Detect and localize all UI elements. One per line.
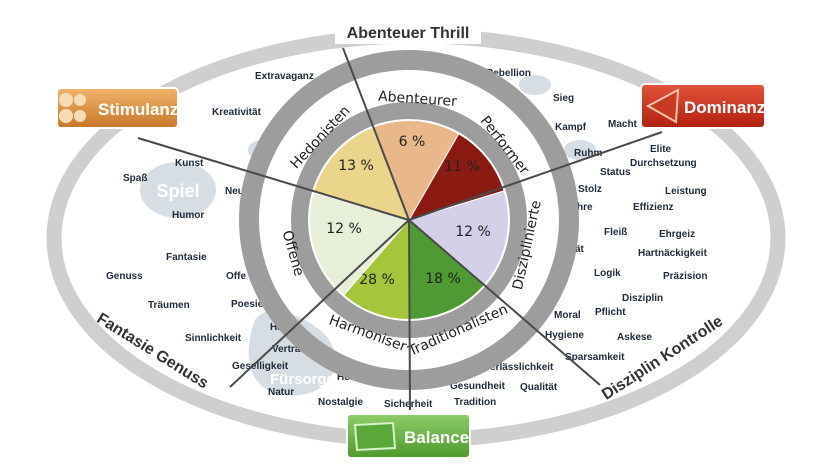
value-word: Träumen <box>148 300 190 311</box>
value-word: Moral <box>554 310 581 321</box>
segment-label-abenteurer: Abenteurer <box>378 89 458 110</box>
value-word: Tradition <box>454 397 496 408</box>
value-word: Ehrgeiz <box>659 229 695 240</box>
value-word: Natur <box>268 387 294 398</box>
band-label-abenteuer-thrill: Abenteuer Thrill <box>347 25 470 42</box>
dominanz-label: Dominanz <box>684 98 765 117</box>
dominanz-triangle-icon <box>645 88 680 124</box>
value-word: Disziplin <box>622 293 663 304</box>
value-word: Pflicht <box>595 307 626 318</box>
value-word: Kunst <box>175 158 204 169</box>
value-word: Ha <box>270 322 283 333</box>
value-word: Vertra <box>272 344 301 355</box>
segment-percent: 11 % <box>444 159 480 175</box>
balance-button[interactable]: Balance <box>346 413 471 459</box>
balance-pillow-icon <box>353 421 397 452</box>
segment-percent: 12 % <box>455 224 491 240</box>
fuersorge-bubble-label: Fürsorge <box>270 371 335 388</box>
value-word: Effizienz <box>633 202 674 213</box>
value-word: Sparsamkeit <box>565 352 625 363</box>
value-word: Offe <box>226 271 246 282</box>
value-word: Sicherheit <box>384 399 433 410</box>
value-word: ät <box>575 244 585 255</box>
value-word: Spaß <box>123 173 147 184</box>
spiel-bubble <box>140 162 216 218</box>
value-word: Fantasie <box>166 252 207 263</box>
value-word: Gesundheit <box>450 381 506 392</box>
value-word: Qualität <box>520 382 558 393</box>
segment-percent: 13 % <box>338 158 374 174</box>
dominanz-button[interactable]: Dominanz <box>640 83 766 129</box>
value-word: Leistung <box>665 186 707 197</box>
value-word: Rebellion <box>486 68 531 79</box>
fuersorge-bubble <box>248 310 336 396</box>
value-word: Durchsetzung <box>630 158 697 169</box>
value-word: Fleiß <box>604 227 627 238</box>
value-word: Hartnäckigkeit <box>638 248 708 259</box>
value-word: Status <box>600 167 631 178</box>
balance-label: Balance <box>404 428 469 447</box>
value-word: erlässlichkeit <box>490 362 554 373</box>
value-word: Hygiene <box>545 330 584 341</box>
value-word: Poesie <box>231 299 264 310</box>
stimulanz-button[interactable]: Stimulanz <box>56 87 179 129</box>
value-word: Extravaganz <box>255 71 314 82</box>
value-word: Kreativität <box>212 107 262 118</box>
value-word: Logik <box>594 268 621 279</box>
stimulanz-label: Stimulanz <box>98 100 178 119</box>
value-word: Sinnlichkeit <box>185 333 242 344</box>
stimulanz-icon <box>59 93 86 123</box>
value-word: Neu <box>225 186 244 197</box>
segment-percent: 18 % <box>425 271 461 287</box>
value-word: Nostalgie <box>318 397 363 408</box>
value-word: Stolz <box>578 184 602 195</box>
value-word: Ho <box>337 372 350 383</box>
value-word: Askese <box>617 332 652 343</box>
value-word: Sieg <box>553 93 574 104</box>
value-word: Kampf <box>555 122 587 133</box>
spiel-bubble-label: Spiel <box>156 181 199 201</box>
value-word: Macht <box>608 119 638 130</box>
segment-percent: 6 % <box>399 134 426 150</box>
divider-lines <box>137 47 663 411</box>
value-word: Geselligkeit <box>232 361 289 372</box>
value-word: Elite <box>650 144 672 155</box>
segment-percent: 12 % <box>326 221 362 237</box>
value-word: Präzision <box>663 271 707 282</box>
value-word: Genuss <box>106 271 143 282</box>
value-word: Humor <box>172 210 204 221</box>
value-word: hre <box>577 202 593 213</box>
value-word: Ruhm <box>574 148 602 159</box>
segment-percent: 28 % <box>359 272 395 288</box>
